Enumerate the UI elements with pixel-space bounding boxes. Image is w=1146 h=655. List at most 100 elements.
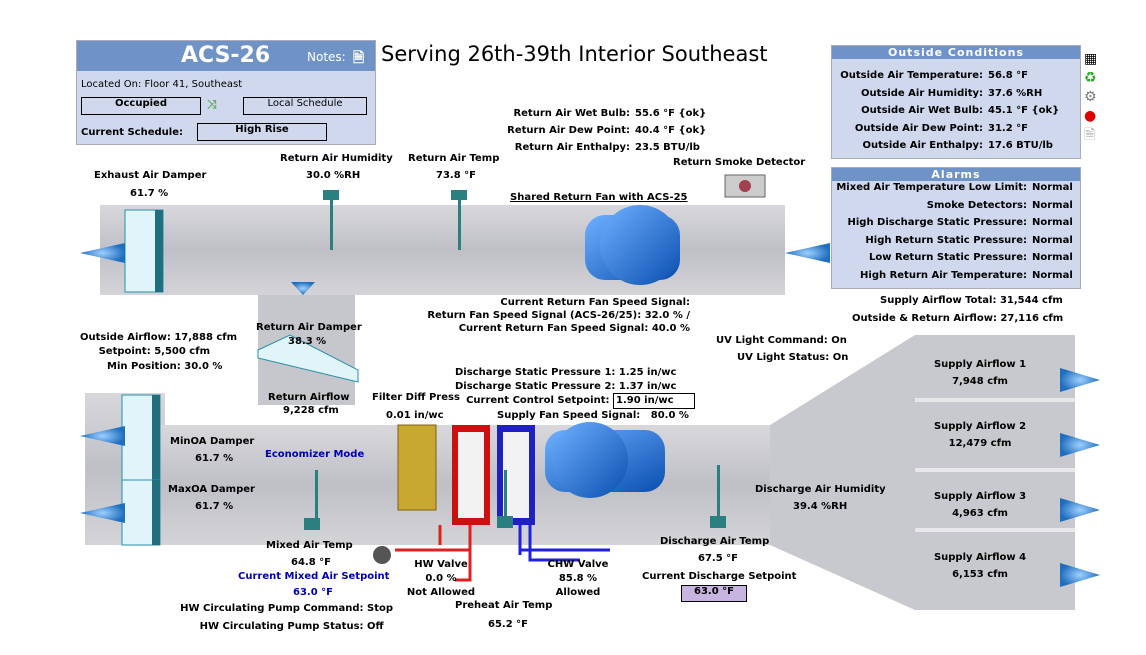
alarms-row-label: High Return Air Temperature: bbox=[860, 269, 1027, 281]
return-dew-label: Return Air Dew Point: bbox=[507, 125, 630, 136]
return-wet-bulb[interactable]: 55.6 °F {ok} bbox=[635, 108, 707, 119]
outside-conditions-title: Outside Conditions bbox=[832, 46, 1080, 59]
exhaust-damper-value[interactable]: 61.7 % bbox=[130, 188, 169, 199]
return-fan bbox=[585, 205, 680, 285]
static1[interactable]: 1.25 in/wc bbox=[618, 367, 677, 378]
hw-valve-status: Not Allowed bbox=[406, 587, 476, 598]
outside-row-label: Outside Air Enthalpy: bbox=[862, 140, 983, 151]
outside-row-value[interactable]: 17.6 BTU/lb bbox=[988, 140, 1053, 151]
outside-row-value[interactable]: 56.8 °F bbox=[988, 70, 1028, 81]
pump-status[interactable]: Off bbox=[367, 621, 384, 632]
return-temp-label: Return Air Temp bbox=[408, 153, 500, 164]
return-airflow-label: Return Airflow bbox=[268, 392, 350, 403]
control-setpoint[interactable]: 1.90 in/wc bbox=[613, 393, 695, 409]
airflow-arrows bbox=[80, 243, 1100, 587]
calendar-icon[interactable]: ▦ bbox=[1084, 51, 1098, 67]
alarms-panel: Alarms Mixed Air Temperature Low Limit: N… bbox=[831, 167, 1081, 289]
sensors bbox=[304, 190, 726, 530]
discharge-temp-label: Discharge Air Temp bbox=[660, 536, 770, 547]
notes-icon[interactable]: 🗎 bbox=[353, 50, 365, 66]
alarms-row-value[interactable]: Normal bbox=[1032, 182, 1073, 193]
minoa-value[interactable]: 61.7 % bbox=[195, 453, 234, 464]
supply-total[interactable]: 31,544 cfm bbox=[999, 295, 1063, 306]
static2[interactable]: 1.37 in/wc bbox=[618, 380, 677, 392]
mixed-air-temp[interactable]: 64.8 °F bbox=[291, 557, 331, 568]
outside-row-label: Outside Air Humidity: bbox=[860, 87, 983, 99]
supply-airflow-value[interactable]: 6,153 cfm bbox=[952, 569, 1008, 580]
discharge-humidity[interactable]: 39.4 %RH bbox=[793, 501, 848, 512]
page-title: Serving 26th-39th Interior Southeast bbox=[381, 42, 768, 66]
uv-command[interactable]: On bbox=[831, 335, 847, 346]
supply-fan-speed[interactable]: 80.0 % bbox=[650, 410, 689, 421]
min-position-label: Min Position: bbox=[107, 361, 181, 372]
supply-airflow-label: Supply Airflow 3 bbox=[933, 491, 1027, 502]
return-humidity[interactable]: 30.0 %RH bbox=[306, 170, 361, 181]
shared-return-fan-link[interactable]: Shared Return Fan with ACS-25 bbox=[510, 192, 688, 203]
recycle-icon[interactable]: ♻ bbox=[1084, 70, 1097, 86]
discharge-setpoint-label: Current Discharge Setpoint bbox=[642, 571, 797, 582]
pump-command[interactable]: Stop bbox=[367, 603, 394, 614]
exhaust-damper-label: Exhaust Air Damper bbox=[94, 170, 207, 181]
chw-valve-status: Allowed bbox=[555, 587, 601, 598]
mixed-setpoint[interactable]: 63.0 °F bbox=[293, 587, 333, 598]
supply-total-label: Supply Airflow Total: bbox=[880, 295, 997, 306]
return-dew[interactable]: 40.4 °F {ok} bbox=[635, 125, 707, 136]
alarms-row-label: Smoke Detectors: bbox=[926, 199, 1027, 211]
outside-row-value[interactable]: 31.2 °F bbox=[988, 122, 1028, 134]
document-icon[interactable]: 🗎 bbox=[1084, 127, 1096, 143]
chw-valve-label: CHW Valve bbox=[547, 559, 609, 570]
outside-row-value[interactable]: 45.1 °F {ok} bbox=[988, 105, 1060, 116]
alarms-row-value[interactable]: Normal bbox=[1032, 199, 1073, 211]
alarms-row-value[interactable]: Normal bbox=[1032, 234, 1073, 246]
outside-return[interactable]: 27,116 cfm bbox=[1000, 313, 1064, 324]
supply-airflow-value[interactable]: 4,963 cfm bbox=[952, 508, 1008, 519]
current-return-fan[interactable]: 40.0 % bbox=[651, 323, 690, 334]
discharge-humidity-label: Discharge Air Humidity bbox=[755, 484, 886, 495]
alarms-row-value[interactable]: Normal bbox=[1032, 269, 1073, 281]
minoa-label: MinOA Damper bbox=[170, 436, 255, 447]
outside-setpoint[interactable]: 5,500 cfm bbox=[154, 346, 210, 357]
gear-icon[interactable]: ⚙ bbox=[1084, 89, 1097, 105]
economizer-mode: Economizer Mode bbox=[265, 449, 365, 460]
discharge-temp[interactable]: 67.5 °F bbox=[698, 553, 738, 564]
pump-status-label: HW Circulating Pump Status: bbox=[199, 621, 364, 632]
return-temp[interactable]: 73.8 °F bbox=[436, 170, 476, 181]
return-air-damper bbox=[257, 334, 359, 383]
return-fan-signal[interactable]: 32.0 % / bbox=[644, 310, 690, 321]
current-schedule[interactable]: High Rise bbox=[197, 123, 327, 141]
unit-title: ACS-26 bbox=[181, 43, 271, 68]
discharge-setpoint[interactable]: 63.0 °F bbox=[681, 585, 747, 602]
filter-value[interactable]: 0.01 in/wc bbox=[386, 410, 444, 421]
min-position[interactable]: 30.0 % bbox=[184, 361, 223, 372]
return-enthalpy[interactable]: 23.5 BTU/lb bbox=[635, 142, 700, 153]
mixed-air-label: Mixed Air Temp bbox=[266, 540, 353, 551]
outside-row-value[interactable]: 37.6 %RH bbox=[988, 87, 1043, 99]
outside-airflow[interactable]: 17,888 cfm bbox=[174, 332, 238, 343]
preheat-temp[interactable]: 65.2 °F bbox=[488, 619, 528, 630]
supply-airflow-value[interactable]: 7,948 cfm bbox=[952, 376, 1008, 387]
hw-valve-label: HW Valve bbox=[414, 559, 468, 570]
return-humidity-label: Return Air Humidity bbox=[280, 153, 393, 164]
outside-conditions-panel: Outside Conditions Outside Air Temperatu… bbox=[831, 45, 1081, 159]
current-schedule-label: Current Schedule: bbox=[81, 127, 184, 138]
return-damper-label: Return Air Damper bbox=[256, 322, 362, 333]
location: Located On: Floor 41, Southeast bbox=[81, 79, 243, 90]
alarm-icon[interactable]: ● bbox=[1084, 108, 1097, 124]
return-damper-value[interactable]: 38.3 % bbox=[288, 336, 327, 347]
chw-valve-value[interactable]: 85.8 % bbox=[558, 573, 598, 584]
maxoa-value[interactable]: 61.7 % bbox=[195, 501, 234, 512]
hw-valve-value[interactable]: 0.0 % bbox=[425, 573, 457, 584]
alarms-row-value[interactable]: Normal bbox=[1032, 252, 1073, 263]
return-airflow[interactable]: 9,228 cfm bbox=[283, 405, 339, 416]
trend-icon[interactable]: ⤨ bbox=[207, 97, 217, 111]
local-schedule-button[interactable]: Local Schedule bbox=[243, 97, 367, 115]
supply-airflow-value[interactable]: 12,479 cfm bbox=[948, 438, 1012, 449]
occupancy-status[interactable]: Occupied bbox=[81, 97, 201, 115]
alarms-row-label: High Discharge Static Pressure: bbox=[847, 217, 1027, 228]
alarms-row-label: Mixed Air Temperature Low Limit: bbox=[836, 182, 1027, 193]
uv-status[interactable]: On bbox=[832, 352, 849, 363]
alarms-title: Alarms bbox=[832, 168, 1080, 181]
alarms-row-value[interactable]: Normal bbox=[1032, 217, 1073, 228]
